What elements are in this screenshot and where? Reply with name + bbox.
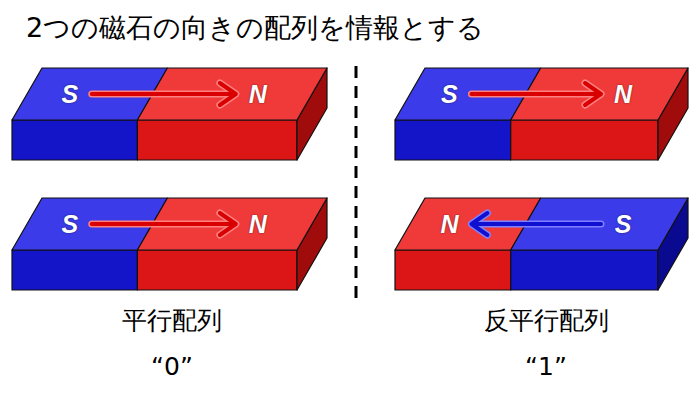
arrangement-label: 平行配列 <box>122 306 222 336</box>
magnet-front-face <box>137 250 297 290</box>
magnet-body <box>395 68 690 162</box>
pole-letter: S <box>61 212 78 237</box>
arrow-shaft <box>471 91 599 98</box>
magnet: SN <box>395 68 688 160</box>
pole-letter: N <box>249 82 267 107</box>
magnet-body <box>12 68 329 162</box>
magnet-front-face <box>137 120 297 160</box>
magnet-front-face <box>395 120 511 160</box>
bit-value: “0” <box>151 352 193 382</box>
magnet-front-face <box>511 250 658 290</box>
magnet-body <box>12 198 329 292</box>
magnet-front-face <box>12 250 137 290</box>
magnet: NS <box>395 198 688 290</box>
divider-dashed-line <box>355 66 358 302</box>
magnet-front-face <box>511 120 658 160</box>
magnet: SN <box>12 198 327 290</box>
pole-letter: N <box>249 212 267 237</box>
pole-letter: N <box>440 212 458 237</box>
magnet: SN <box>12 68 327 160</box>
arrow-shaft <box>92 91 234 98</box>
pole-letter: S <box>615 212 632 237</box>
pole-letter: S <box>61 82 78 107</box>
arrow-shaft <box>471 92 599 96</box>
arrow-head <box>471 213 487 235</box>
bit-value: “1” <box>525 352 567 382</box>
magnet-front-face <box>12 120 137 160</box>
title: 2つの磁石の向きの配列を情報とする <box>26 12 484 44</box>
arrow-shaft <box>473 222 601 226</box>
arrow-shaft <box>92 222 234 226</box>
pole-letter: N <box>614 82 632 107</box>
magnet-front-face <box>395 250 511 290</box>
arrow-head <box>220 83 236 105</box>
arrangement-label: 反平行配列 <box>484 306 609 336</box>
arrow-head <box>220 213 236 235</box>
pole-letter: S <box>441 82 458 107</box>
arrow-shaft <box>92 221 234 228</box>
arrow-shaft <box>473 221 601 228</box>
arrow-head <box>585 83 601 105</box>
arrow-shaft <box>92 92 234 96</box>
magnet-body <box>395 198 690 292</box>
